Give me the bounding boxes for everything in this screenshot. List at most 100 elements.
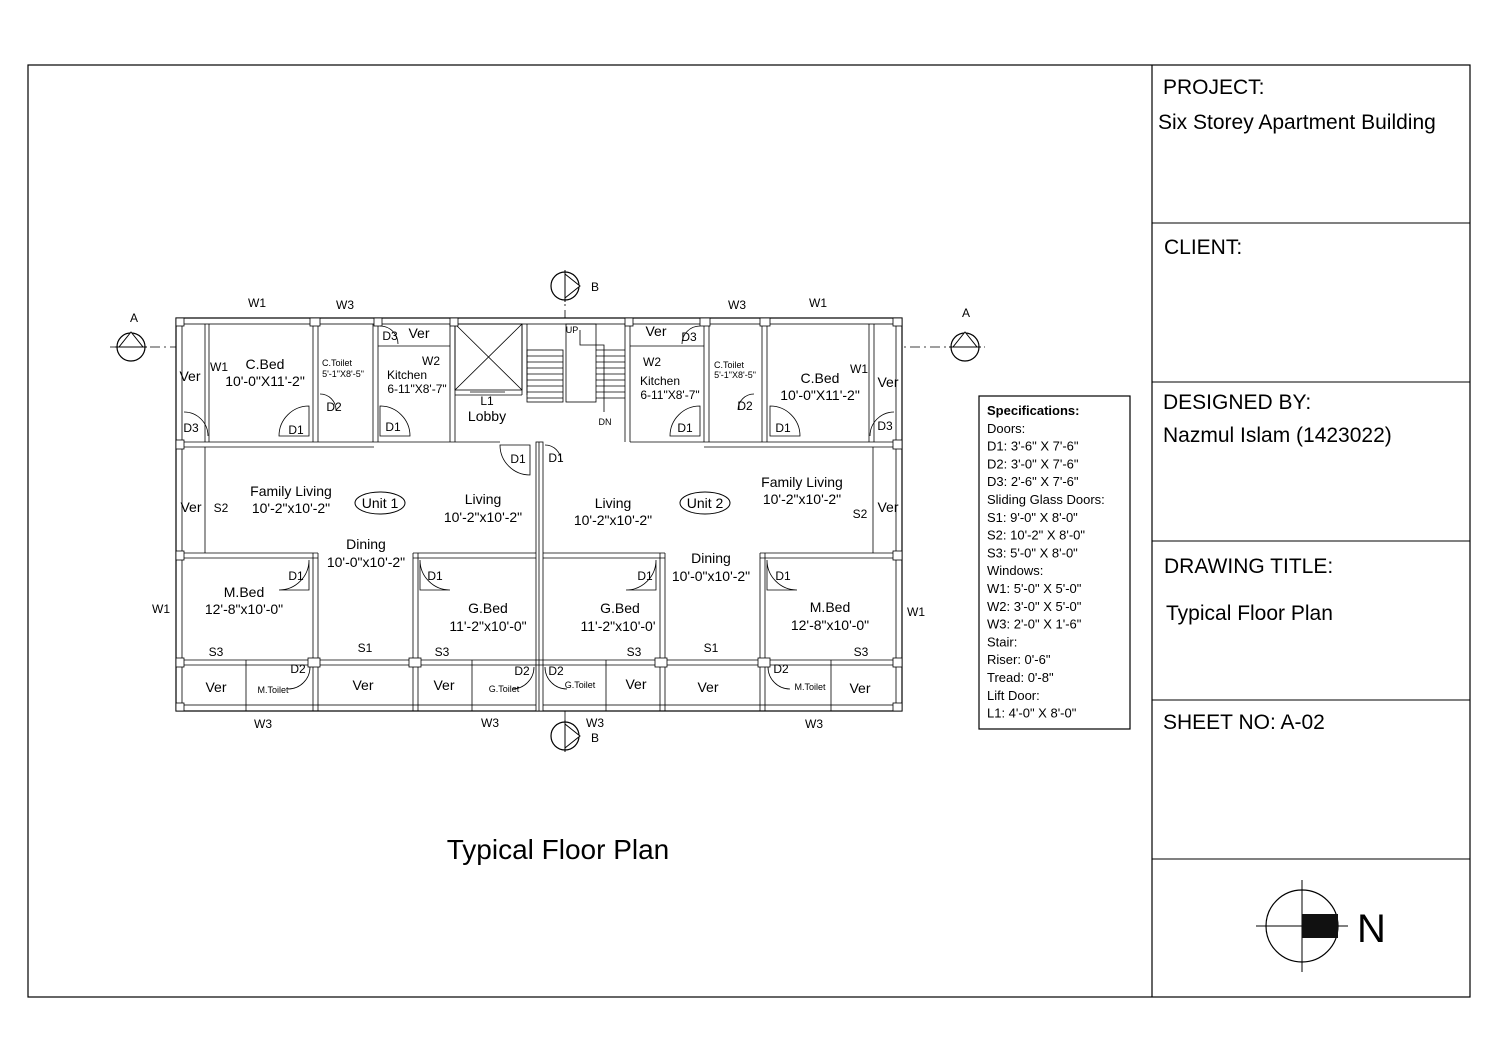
sheet-number: SHEET NO: A-02 [1163, 711, 1325, 734]
project-name: Six Storey Apartment Building [1158, 111, 1436, 134]
stair-up-label: UP [566, 325, 579, 335]
section-a-label-right: A [962, 306, 970, 320]
specification-line: D2: 3'-0" X 7'-6" [987, 456, 1079, 471]
tag-s3: S3 [435, 645, 450, 659]
tag-d1: D1 [385, 420, 401, 434]
tag-d2: D2 [737, 399, 753, 413]
room-gbed-right-dim: 11'-2"x10'-0' [581, 618, 656, 634]
specification-line: D3: 2'-6" X 7'-6" [987, 474, 1079, 489]
room-gbed-left-dim: 11'-2"x10'-0" [449, 618, 526, 634]
plan-caption: Typical Floor Plan [447, 834, 670, 865]
room-mbed-right-dim: 12'-8"x10'-0" [791, 617, 869, 633]
unit-1-badge [354, 491, 406, 515]
room-dining-left: Dining [346, 536, 386, 552]
room-lobby: Lobby [468, 408, 506, 424]
ver-label: Ver [205, 679, 226, 695]
tag-w1: W1 [809, 296, 827, 310]
specification-line: S1: 9'-0" X 8'-0" [987, 510, 1078, 525]
tag-d1: D1 [677, 421, 693, 435]
room-family-living-left: Family Living [250, 483, 332, 499]
ver-label: Ver [877, 499, 898, 515]
drawing-title: Typical Floor Plan [1166, 602, 1333, 625]
room-living-right-dim: 10'-2"x10'-2" [574, 512, 652, 528]
tag-l1: L1 [480, 394, 494, 408]
specification-line: W1: 5'-0" X 5'-0" [987, 581, 1082, 596]
ver-label: Ver [179, 368, 200, 384]
tag-d1: D1 [637, 569, 653, 583]
specification-line: Windows: [987, 563, 1043, 578]
room-mbed-left: M.Bed [224, 584, 264, 600]
room-gtoilet-left: G.Toilet [489, 684, 520, 694]
tag-d1: D1 [288, 423, 304, 437]
tag-d1: D1 [510, 452, 526, 466]
room-kitchen-right: Kitchen [640, 374, 680, 388]
specification-line: Stair: [987, 634, 1017, 649]
room-cbed-left: C.Bed [246, 356, 285, 372]
tag-d1: D1 [548, 451, 564, 465]
tag-w3: W3 [481, 716, 499, 730]
tag-d3: D3 [877, 419, 893, 433]
specifications-list: Specifications:Doors:D1: 3'-6" X 7'-6"D2… [987, 403, 1105, 721]
designed-by-heading: DESIGNED BY: [1163, 391, 1311, 414]
tag-d1: D1 [288, 569, 304, 583]
specification-line: L1: 4'-0" X 8'-0" [987, 706, 1077, 721]
room-kitchen-left: Kitchen [387, 368, 427, 382]
tag-d2: D2 [290, 662, 306, 676]
room-cbed-left-dim: 10'-0"X11'-2" [225, 373, 305, 389]
specification-line: Doors: [987, 421, 1025, 436]
tag-w3: W3 [805, 717, 823, 731]
specification-line: S2: 10'-2" X 8'-0" [987, 528, 1085, 543]
room-mbed-right: M.Bed [810, 599, 850, 615]
designer-name: Nazmul Islam (1423022) [1163, 424, 1392, 447]
ver-label: Ver [352, 677, 373, 693]
room-family-living-left-dim: 10'-2"x10'-2" [252, 500, 330, 516]
sheet-border [27, 64, 1471, 998]
room-living-right: Living [595, 495, 632, 511]
room-ctoilet-right-dim: 5'-1"X8'-5" [714, 370, 756, 380]
tag-d3: D3 [382, 329, 398, 343]
section-a-label-left: A [130, 311, 138, 325]
room-mtoilet-right: M.Toilet [794, 682, 826, 692]
tag-d2: D2 [326, 400, 342, 414]
room-cbed-right-dim: 10'-0"X11'-2" [780, 387, 860, 403]
tag-d1: D1 [427, 569, 443, 583]
ver-label: Ver [433, 677, 454, 693]
tag-w1: W1 [152, 602, 170, 616]
tag-s3: S3 [209, 645, 224, 659]
ver-label: Ver [645, 323, 666, 339]
specifications-box [978, 395, 1131, 730]
project-heading: PROJECT: [1163, 76, 1265, 99]
floor-plan [175, 317, 903, 712]
specification-line: S3: 5'-0" X 8'-0" [987, 545, 1078, 560]
room-mtoilet-left: M.Toilet [257, 685, 289, 695]
tag-d3: D3 [681, 330, 697, 344]
ver-label: Ver [697, 679, 718, 695]
tag-w1: W1 [210, 360, 228, 374]
specification-line: Riser: 0'-6" [987, 652, 1051, 667]
ver-label: Ver [877, 374, 898, 390]
tag-s2: S2 [214, 501, 229, 515]
unit-2-badge [679, 491, 731, 515]
tag-w2: W2 [643, 355, 661, 369]
opening-tags: W1 W3 W3 W1 W1 W1 W2 W2 D3 D3 D3 D3 D2 D… [152, 296, 925, 731]
ver-label: Ver [849, 680, 870, 696]
ver-label: Ver [625, 676, 646, 692]
room-ctoilet-left-dim: 5'-1"X8'-5" [322, 369, 364, 379]
tag-s1: S1 [358, 641, 373, 655]
room-mbed-left-dim: 12'-8"x10'-0" [205, 601, 283, 617]
specification-line: Tread: 0'-8" [987, 670, 1054, 685]
drawing-title-heading: DRAWING TITLE: [1164, 555, 1333, 578]
section-marker-b-top [550, 270, 581, 302]
tag-d1: D1 [775, 421, 791, 435]
room-dining-left-dim: 10'-0"x10'-2" [327, 554, 405, 570]
tag-w3: W3 [254, 717, 272, 731]
room-labels: C.Bed 10'-0"X11'-2" C.Bed 10'-0"X11'-2" … [179, 323, 898, 696]
section-marker-a-right [949, 331, 981, 362]
section-marker-b-bottom [550, 720, 581, 752]
room-gbed-left: G.Bed [468, 600, 508, 616]
stair-down-label: DN [599, 417, 612, 427]
tag-d2: D2 [514, 664, 530, 678]
section-marker-a-left [115, 331, 147, 362]
tag-s2: S2 [853, 507, 868, 521]
